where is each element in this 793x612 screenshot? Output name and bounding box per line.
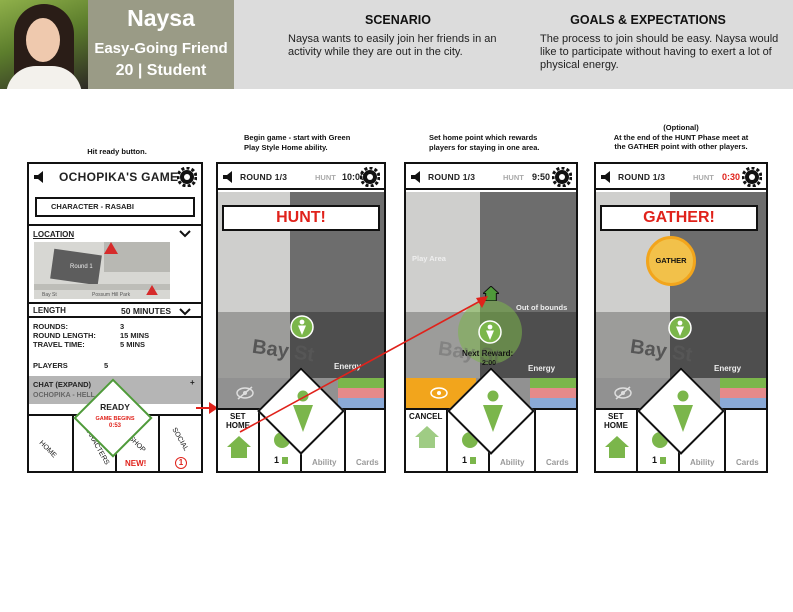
chat-message: OCHOPIKA - HELL [33,392,95,399]
out-of-bounds-label: Out of bounds [516,303,568,312]
cards-button[interactable]: Cards [546,458,569,467]
goals-title: GOALS & EXPECTATIONS [570,13,726,27]
ability-button[interactable]: Ability [302,410,346,471]
speaker-icon[interactable] [223,171,235,183]
persona-description: Easy-Going Friend [94,40,228,57]
hunt-screen: ROUND 1/3 HUNT 10:00 Bay St Energy HUNT!… [216,162,386,473]
persona-photo [0,0,88,89]
next-reward-time: 2:00 [482,360,497,367]
players-value: 5 [104,361,109,370]
location-map[interactable]: Round 1 Bay St Possum Hill Park [34,242,170,299]
warning-icon [146,285,158,295]
rounds-label: ROUNDS: [33,322,68,331]
gather-screen: ROUND 1/3 HUNT 0:30 GATHER Bay St Energy… [594,162,768,473]
persona-age-role: 20 | Student [115,62,207,79]
home-icon [227,436,251,458]
player-marker-icon[interactable] [478,320,502,344]
social-count-badge: 1 [175,457,187,469]
energy-label: Energy [528,364,556,373]
cards-button[interactable]: Cards [356,458,379,467]
round-indicator: ROUND 1/3 [240,172,288,182]
gear-icon[interactable] [360,167,380,187]
game-begins-label: GAME BEGINS [95,416,135,422]
gather-point-label: GATHER [655,256,687,265]
phase-banner: HUNT! [222,205,380,231]
home-icon [605,436,629,458]
ability-button[interactable]: Ability [490,410,536,471]
location-label: LOCATION [33,230,75,239]
scenario-title: SCENARIO [365,13,431,27]
chat-expand-icon[interactable]: + [190,378,195,387]
energy-label: Energy [334,362,362,371]
timer: 9:50 [532,172,551,182]
game-begins-time: 0:53 [108,423,121,429]
shop-new-badge: NEW! [125,459,147,468]
phase-banner: GATHER! [600,205,758,231]
nav-home[interactable]: HOME [37,439,58,460]
chevron-down-icon[interactable] [179,230,191,238]
speaker-icon[interactable] [411,171,423,183]
length-value[interactable]: 50 MINUTES [121,306,172,316]
step1-caption: Hit ready button. [87,147,147,156]
round-length-value: 15 MINS [120,331,150,340]
player-figure-icon [673,390,693,432]
lobby-screen: OCHOPIKA'S GAME CHARACTER - RASABI LOCAT… [27,162,203,473]
energy-label: Energy [714,364,742,373]
next-reward-label: Next Reward: [462,349,514,358]
travel-time-label: TRAVEL TIME: [33,340,85,349]
play-area-label: Play Area [412,254,446,263]
map-street-label: Bay St [42,292,57,298]
players-label: PLAYERS [33,361,68,370]
gear-icon[interactable] [552,167,572,187]
map-round-label: Round 1 [70,264,93,270]
gear-icon[interactable] [177,167,197,187]
player-marker-icon[interactable] [668,316,692,340]
chat-label: CHAT (EXPAND) [33,380,92,389]
hidden-eye-icon[interactable] [614,386,632,400]
set-home-button[interactable]: SET HOME [596,410,638,471]
persona-name: Naysa [127,5,195,31]
nav-social[interactable]: SOCIAL [170,426,190,453]
map-park-label: Possum Hill Park [92,292,131,298]
chevron-down-icon[interactable] [179,308,191,316]
timer: 10:00 [342,172,366,182]
cards-button[interactable]: Cards [736,458,759,467]
timer: 0:30 [722,172,741,182]
rounds-value: 3 [120,322,125,331]
cancel-button[interactable]: CANCEL [406,410,448,471]
set-home-screen: ROUND 1/3 HUNT 9:50 Play Area Out of bou… [404,162,578,473]
round-indicator: ROUND 1/3 [618,172,666,182]
ability-button[interactable]: Ability [680,410,726,471]
speaker-icon[interactable] [34,171,46,183]
phase-indicator: HUNT [503,173,524,182]
phase-indicator: HUNT [315,173,336,182]
travel-time-value: 5 MINS [120,340,146,349]
persona-card: Naysa Easy-Going Friend 20 | Student [88,0,234,89]
character-select[interactable]: CHARACTER - RASABI [35,197,195,217]
round-length-label: ROUND LENGTH: [33,331,96,340]
length-label: LENGTH [33,306,66,315]
flow-arrow-icon [239,296,488,433]
speaker-icon[interactable] [601,171,613,183]
eye-icon[interactable] [430,387,448,399]
home-icon [415,426,439,448]
goals-text: The process to join should be easy. Nays… [540,33,779,71]
gear-icon[interactable] [742,167,762,187]
round-indicator: ROUND 1/3 [428,172,476,182]
gather-point[interactable] [646,236,696,286]
ready-label[interactable]: READY [100,402,130,412]
game-title: OCHOPIKA'S GAME [59,170,179,184]
game-map[interactable]: Play Area Out of bounds Next Reward: 2:0… [406,192,576,378]
hidden-eye-icon[interactable] [236,386,254,400]
set-home-button[interactable]: SET HOME [218,410,260,471]
scenario-text: Naysa wants to easily join her friends i… [288,33,497,58]
phase-indicator: HUNT [693,173,714,182]
warning-icon [104,242,118,254]
flow-arrow-icon [196,402,218,414]
player-figure-icon [483,390,503,432]
step4-caption: (Optional)At the end of the HUNT Phase m… [613,123,749,151]
player-marker-icon[interactable] [290,315,314,339]
